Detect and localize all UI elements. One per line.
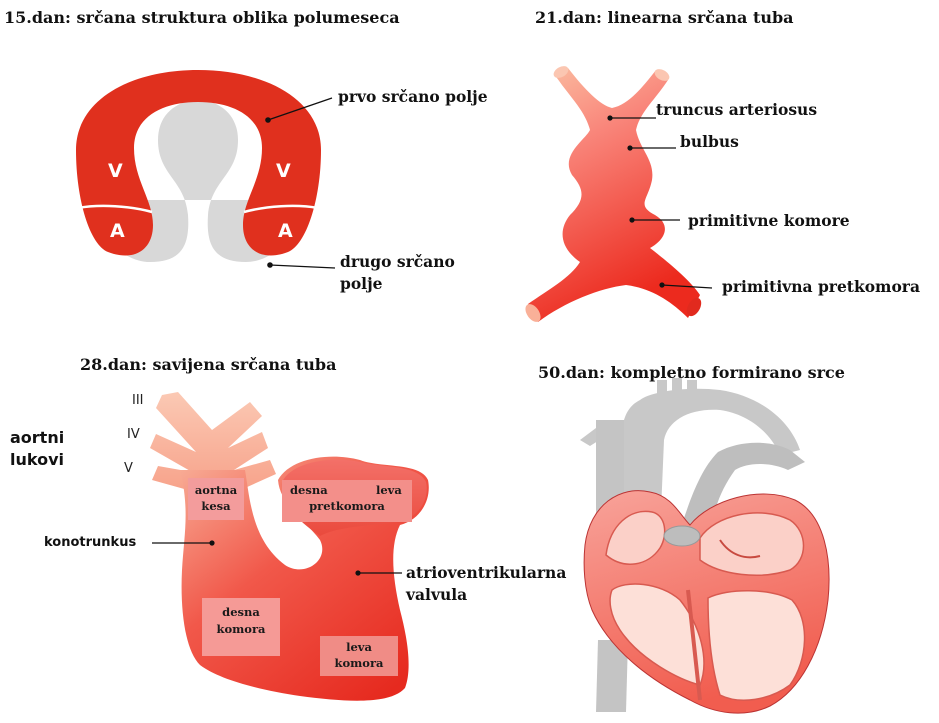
primitive-ventricles-label: primitivne komore — [688, 211, 850, 230]
second-heart-field-label-line2: polje — [340, 274, 383, 293]
aortic-sac-label-line1: aortna — [188, 483, 244, 497]
left-atrium-label: leva — [376, 483, 402, 497]
right-atrium-letter: A — [278, 220, 293, 242]
truncus-arteriosus-label: truncus arteriosus — [656, 100, 817, 119]
aortic-arches-label-line1: aortni — [10, 428, 64, 447]
left-ventricle-letter: V — [108, 160, 123, 182]
left-ventricle-label-line1: leva — [320, 640, 398, 654]
right-ventricle-label-line2: komora — [202, 622, 280, 636]
formed-heart — [580, 378, 829, 713]
left-atrium-letter: A — [110, 220, 125, 242]
conotruncus-label: konotrunkus — [44, 535, 136, 550]
bulbus-label: bulbus — [680, 132, 739, 151]
first-heart-field-label: prvo srčano polje — [338, 87, 488, 106]
aortic-sac-label-line2: kesa — [188, 499, 244, 513]
day21-title: 21.dan: linearna srčana tuba — [535, 8, 794, 27]
right-ventricle-letter: V — [276, 160, 291, 182]
day28-title: 28.dan: savijena srčana tuba — [80, 355, 336, 374]
right-atrium-label: desna — [290, 483, 328, 497]
av-valve-label-line2: valvula — [406, 585, 467, 604]
day15-title: 15.dan: srčana struktura oblika polumese… — [4, 8, 400, 27]
arch-iv-label: IV — [127, 427, 140, 442]
av-valve-label-line1: atrioventrikularna — [406, 563, 566, 582]
arch-v-label: V — [124, 461, 133, 476]
right-ventricle-label-line1: desna — [202, 605, 280, 619]
looped-heart-tube — [150, 392, 429, 701]
aortic-arches-label-line2: lukovi — [10, 450, 64, 469]
atria-label: pretkomora — [282, 499, 412, 513]
primitive-atrium-label: primitivna pretkomora — [722, 277, 920, 296]
day50-title: 50.dan: kompletno formirano srce — [538, 363, 845, 382]
second-heart-field-label-line1: drugo srčano — [340, 252, 455, 271]
arch-iii-label: III — [132, 393, 144, 408]
left-ventricle-label-line2: komora — [320, 656, 398, 670]
